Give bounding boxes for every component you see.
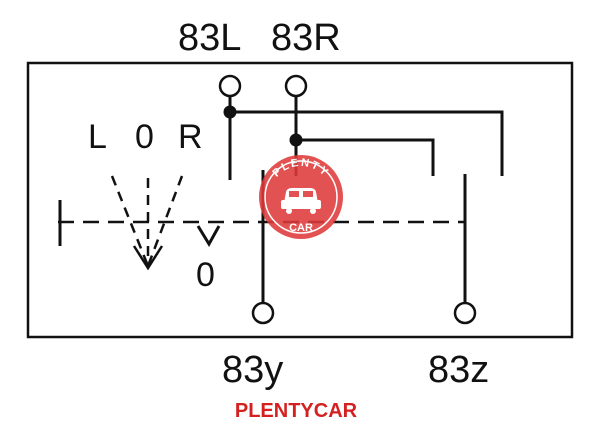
watermark-bottom-text: CAR [289,222,313,234]
terminal-83l-circle [218,74,242,98]
terminal-label-83r: 83R [271,17,341,59]
position-label-l: L [88,118,107,156]
housing-outline [26,61,574,339]
watermark-ring [264,160,338,234]
junction-dot-83r [289,133,303,147]
junction-dot-83l [223,105,237,119]
brand-caption: PLENTYCAR [235,400,358,422]
terminal-83y-circle [251,301,275,325]
terminal-label-83y: 83y [222,349,283,391]
terminal-83r-circle [284,74,308,98]
neutral-label-0: 0 [196,256,215,294]
neutral-indicator-v [196,225,221,247]
terminal-83z-circle [453,301,477,325]
position-label-0: 0 [135,118,154,156]
watermark-badge: PLENTY CAR [259,155,343,239]
switch-lever [110,175,184,271]
terminal-label-83l: 83L [178,17,241,59]
car-icon [281,188,321,214]
position-label-r: R [178,118,203,156]
wire-83l [228,96,504,180]
terminal-label-83z: 83z [428,349,489,391]
